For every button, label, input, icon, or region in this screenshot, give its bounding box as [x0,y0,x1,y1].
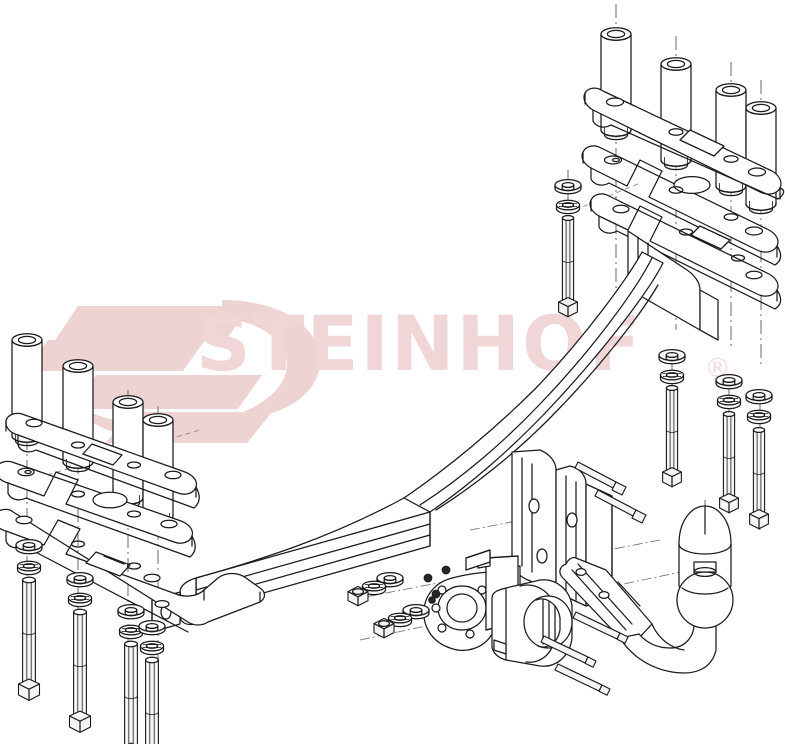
spacer-sleeve-r4 [745,101,777,215]
washer-r-3 [745,388,773,405]
bolt-end-markers [423,565,451,604]
top-right-lower-plate [581,145,782,266]
long-bolt-bl-3 [119,640,143,744]
washer-r-1 [658,348,686,365]
left-lower-plate [0,508,266,633]
top-right-upper-plate [583,87,785,200]
washer-bl-4 [138,619,166,636]
nut-stack-2 [373,603,430,639]
socket-bracket [465,549,491,571]
long-bolt-bl-4 [140,656,164,744]
tab-bolt-2 [594,489,647,524]
left-upper-plate [5,412,200,509]
bolt-r-2 [718,410,740,514]
spring-washer-top-center [555,199,581,215]
spring-washer-bl-2 [67,592,93,608]
washer-bl-3 [117,603,145,620]
long-bolt-bl-1 [17,576,41,702]
spring-washer-bl-4 [139,640,165,656]
bolt-r-3 [748,426,770,530]
swan-neck-tow-ball [559,556,734,674]
long-bolt-bl-2 [68,608,92,734]
spring-washer-r-2 [716,394,742,410]
spring-washer-r-3 [746,409,772,425]
washer-r-2 [715,373,743,390]
socket-screw-3 [554,663,611,696]
spring-washer-bl-1 [16,560,42,576]
electrical-socket [491,579,573,667]
washer-bl-1 [15,538,43,555]
nut-stack-1 [347,571,404,607]
bolt-top-center [557,214,579,318]
washer-top-center [554,178,582,195]
washer-bl-2 [66,571,94,588]
bolt-r-1 [661,384,683,488]
spring-washer-r-1 [659,369,685,385]
tab-bolt-1 [574,461,627,496]
left-mid-plate [0,460,196,558]
